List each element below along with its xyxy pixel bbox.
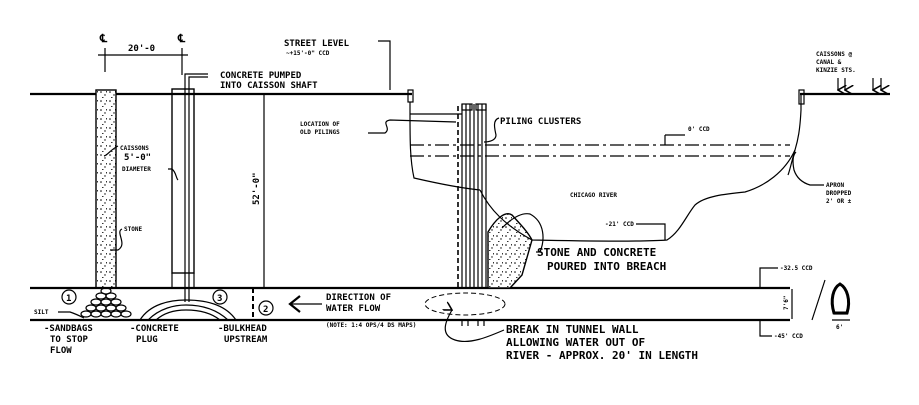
caissons-leader [103, 145, 119, 157]
diameter-leader [168, 168, 179, 181]
svg-text:-CONCRETE: -CONCRETE [130, 324, 179, 334]
direction-label-2: WATER FLOW [326, 304, 381, 314]
svg-text:2: 2 [263, 305, 268, 315]
river-right-wall [787, 89, 805, 176]
stone-concrete-label-2: POURED INTO BREACH [547, 260, 666, 273]
tunnel-top-elevation: -32.5 CCD [780, 265, 813, 272]
river-bottom-profile [479, 149, 796, 242]
break-label-1: BREAK IN TUNNEL WALL [506, 323, 639, 336]
svg-text:-BULKHEAD: -BULKHEAD [218, 324, 267, 334]
caissons-at-label-3: KINZIE STS. [816, 67, 856, 74]
centerline-right-mark: ℄ [177, 32, 186, 45]
concrete-pumped-label-2: INTO CAISSON SHAFT [220, 81, 318, 91]
centerline-left-mark: ℄ [99, 32, 108, 45]
river-bottom-leader [636, 223, 666, 240]
sandbags [80, 287, 132, 318]
caissons-at-label-1: CAISSONS @ [816, 51, 853, 58]
legend-sandbags: -SANDBAGS TO STOP FLOW [44, 324, 93, 356]
svg-text:PLUG: PLUG [136, 335, 158, 345]
silt-label: SILT [34, 309, 49, 316]
street-level-elevation: ~+15'-0" CCD [286, 50, 330, 57]
apron-label-2: DROPPED [826, 190, 852, 197]
caissons-at-label-2: CANAL & [816, 59, 842, 66]
tunnel-cross-section [830, 282, 851, 321]
caissons-label-2: 5'-0" [124, 153, 151, 163]
svg-text:UPSTREAM: UPSTREAM [224, 335, 268, 345]
stone-concrete-label-1: STONE AND CONCRETE [537, 246, 656, 259]
old-pilings-label-1: LOCATION OF [300, 121, 340, 128]
tunnel-break-line [811, 279, 826, 321]
caisson-arrows [838, 78, 881, 90]
legend-bulkhead: -BULKHEAD UPSTREAM [218, 324, 268, 345]
apron-leader [792, 151, 824, 186]
tunnel-bottom-elevation-leader [759, 321, 772, 337]
breach-stone-concrete [487, 213, 533, 289]
old-pilings-label-2: OLD PILINGS [300, 129, 340, 136]
tunnel-height-label: 7'6" [783, 296, 790, 310]
stone-concrete-leader [501, 213, 544, 253]
piling-clusters [457, 103, 487, 326]
street-level-label: STREET LEVEL [284, 39, 350, 49]
river-left-wall [407, 89, 481, 191]
silt-line [58, 311, 85, 319]
marker-3: 3 [212, 289, 228, 305]
marker-2: 2 [258, 300, 274, 316]
svg-text:TO STOP: TO STOP [50, 335, 89, 345]
stone-leader [110, 228, 123, 251]
stone-label: STONE [124, 226, 142, 233]
caisson-stone-shaft [95, 89, 117, 289]
concrete-pumped-label-1: CONCRETE PUMPED [220, 71, 302, 81]
caisson-concrete-shaft [171, 73, 208, 302]
river-bottom-label: -21' CCD [605, 221, 634, 228]
centerline-spacing: 20'-0 [128, 44, 155, 54]
old-pilings-leader [368, 119, 457, 134]
svg-text:-SANDBAGS: -SANDBAGS [44, 324, 93, 334]
depth-dimension-label: 52'-0" [252, 172, 262, 205]
apron-label-1: APRON [826, 182, 844, 189]
tunnel-bottom-elevation: -45' CCD [774, 333, 803, 340]
flow-arrow-icon [288, 295, 322, 313]
marker-1: 1 [61, 289, 77, 305]
svg-text:FLOW: FLOW [50, 346, 72, 356]
svg-text:3: 3 [217, 294, 222, 304]
street-level-leader [378, 40, 391, 90]
legend-concrete-plug: -CONCRETE PLUG [130, 324, 179, 345]
break-label-3: RIVER - APPROX. 20' IN LENGTH [506, 349, 698, 362]
apron-label-3: 2' OR ± [826, 198, 852, 205]
break-leader [445, 310, 505, 342]
centerline-dimension: ℄ ℄ 20'-0 [98, 32, 188, 75]
direction-note: (NOTE: 1:4 OPS/4 DS MAPS) [326, 322, 416, 329]
river-datum-label: 0' CCD [688, 126, 710, 133]
caissons-label-1: CAISSONS [120, 145, 149, 152]
concrete-plug [139, 299, 237, 321]
tunnel-width-label: 6' [836, 324, 843, 331]
caissons-label-3: DIAMETER [122, 166, 151, 173]
tunnel-top-elevation-leader [759, 267, 778, 287]
direction-label-1: DIRECTION OF [326, 293, 391, 303]
piling-clusters-label: PILING CLUSTERS [500, 117, 581, 127]
break-label-2: ALLOWING WATER OUT OF [506, 336, 645, 349]
tunnel-break-ellipse [424, 292, 506, 316]
piling-clusters-leader [483, 117, 500, 143]
chicago-river-label: CHICAGO RIVER [570, 192, 617, 199]
svg-text:1: 1 [66, 294, 71, 304]
